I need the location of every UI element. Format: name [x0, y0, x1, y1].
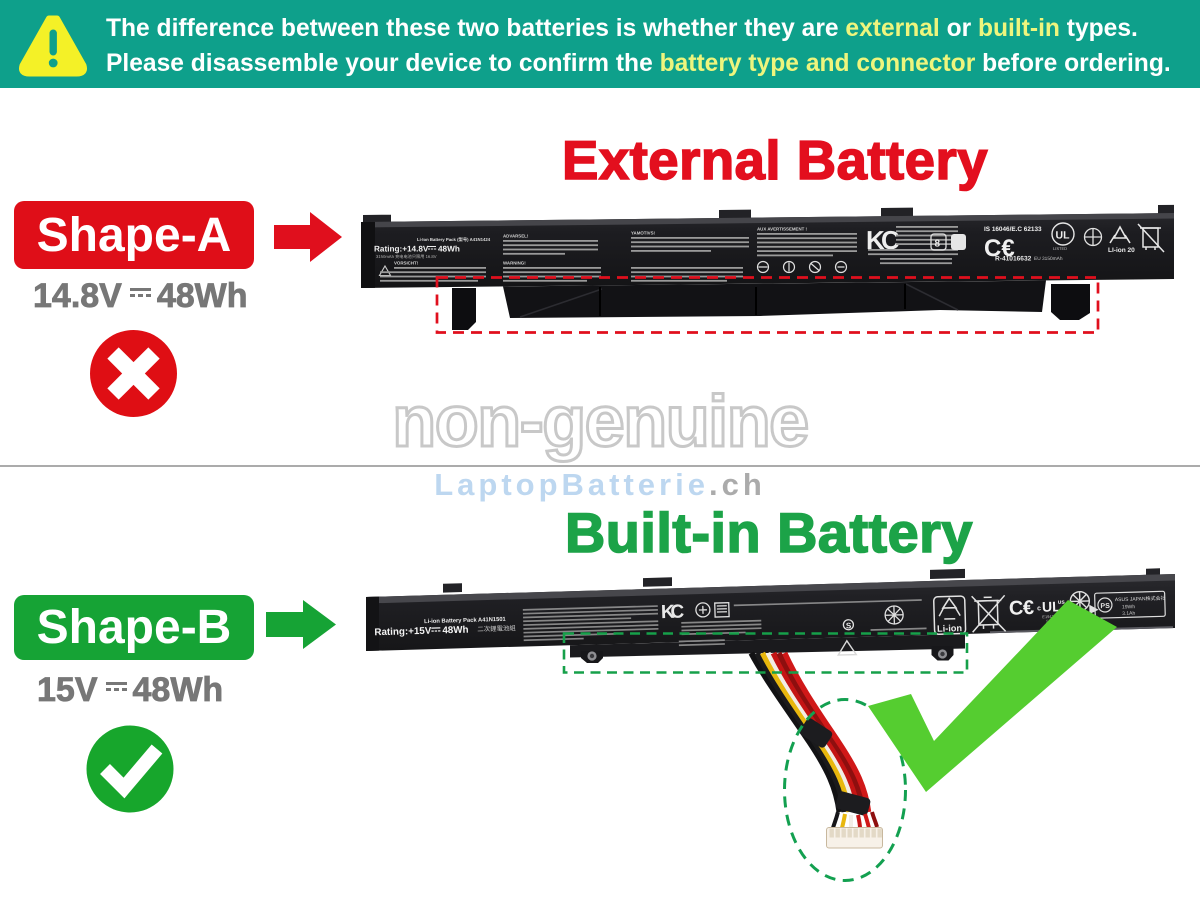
svg-text:Rating:+15V: Rating:+15V: [374, 626, 432, 639]
svg-text:IS 16046/E.C 62133: IS 16046/E.C 62133: [984, 226, 1042, 233]
svg-text:48Wh: 48Wh: [438, 245, 460, 254]
svg-text:UL: UL: [1042, 598, 1062, 615]
svg-text:VORSICHT!: VORSICHT!: [394, 261, 419, 266]
svg-text:K: K: [866, 225, 885, 255]
svg-text:ADVARSEL!: ADVARSEL!: [503, 234, 529, 239]
svg-text:19Wh: 19Wh: [1122, 604, 1135, 610]
svg-text:8: 8: [935, 239, 941, 250]
svg-text:ASUS JAPAN株式会社: ASUS JAPAN株式会社: [1115, 595, 1166, 603]
svg-text:C€: C€: [984, 235, 1015, 262]
svg-text:E194339: E194339: [1042, 614, 1059, 619]
svg-text:PS: PS: [1100, 603, 1110, 610]
svg-text:3.1Ah: 3.1Ah: [1122, 611, 1135, 617]
svg-text:48Wh: 48Wh: [442, 625, 468, 637]
svg-text:Li-ion Battery Pack A41N1501: Li-ion Battery Pack A41N1501: [424, 617, 507, 625]
svg-text:c: c: [1037, 605, 1041, 612]
svg-text:AUX AVERTISSEMENT !: AUX AVERTISSEMENT !: [757, 227, 808, 232]
svg-text:YAMOTIVS!: YAMOTIVS!: [631, 231, 656, 236]
svg-text:S: S: [846, 621, 852, 630]
svg-text:Li-Ion Battery Pack (型号) A41N1: Li-Ion Battery Pack (型号) A41N1424: [417, 237, 491, 242]
svg-text:LI-ion 20: LI-ion 20: [1108, 247, 1135, 254]
svg-text:LISTED: LISTED: [1053, 246, 1067, 251]
svg-text:C: C: [881, 225, 900, 255]
svg-text:R-41016632: R-41016632: [995, 256, 1032, 263]
svg-text:K: K: [661, 602, 676, 623]
svg-text:3150mAh 充电电池只限用 16.8V: 3150mAh 充电电池只限用 16.8V: [376, 254, 437, 259]
svg-text:C: C: [1009, 597, 1024, 619]
svg-text:Li-ion: Li-ion: [937, 623, 963, 634]
svg-text:WARNING!: WARNING!: [503, 261, 526, 266]
svg-text:Rating:+14.8V: Rating:+14.8V: [374, 245, 429, 254]
svg-text:二次鋰電池組: 二次鋰電池組: [477, 623, 516, 633]
svg-text:€: €: [1023, 597, 1035, 619]
svg-text:us: us: [1058, 600, 1066, 606]
svg-text:C: C: [670, 601, 685, 622]
svg-text:UL: UL: [1056, 230, 1071, 242]
svg-text:EU 3150mAh: EU 3150mAh: [1034, 256, 1063, 262]
